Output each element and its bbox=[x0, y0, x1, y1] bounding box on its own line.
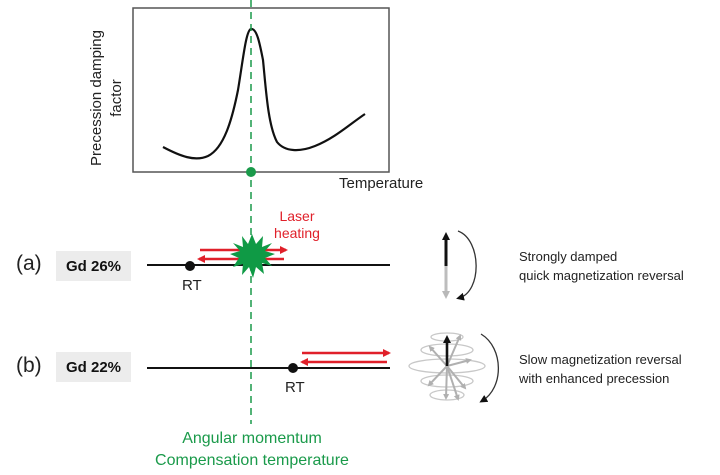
chart-frame bbox=[132, 7, 390, 173]
laser-label-line2: heating bbox=[274, 225, 320, 241]
row-a-rt-label: RT bbox=[182, 277, 202, 294]
precession-icon bbox=[408, 332, 500, 403]
y-axis-label: Precession damping factor bbox=[87, 18, 127, 178]
row-b-description: Slow magnetization reversal with enhance… bbox=[519, 350, 682, 388]
magnetization-arrow-icon bbox=[442, 230, 477, 301]
y-axis-label-line2: factor bbox=[108, 79, 125, 117]
laser-heating-label: Laser heating bbox=[266, 208, 328, 242]
y-axis-label-line1: Precession damping bbox=[88, 30, 105, 166]
compensation-point bbox=[246, 167, 256, 177]
laser-label-line1: Laser bbox=[279, 208, 315, 224]
x-axis-label: Temperature bbox=[339, 175, 424, 192]
starburst-icon bbox=[230, 234, 275, 278]
row-b-rt-label: RT bbox=[285, 379, 305, 396]
row-a-rt-dot bbox=[185, 261, 195, 271]
row-b-tag: (b) bbox=[16, 354, 42, 377]
compensation-caption-line2: Compensation temperature bbox=[155, 452, 349, 469]
row-a-description: Strongly damped quick magnetization reve… bbox=[519, 247, 684, 285]
row-a-description-line2: quick magnetization reversal bbox=[519, 268, 684, 283]
damping-curve bbox=[162, 27, 366, 160]
compensation-caption: Angular momentum Compensation temperatur… bbox=[102, 428, 402, 472]
row-b-rt-dot bbox=[288, 363, 298, 373]
row-b-description-line1: Slow magnetization reversal bbox=[519, 352, 682, 367]
row-a-composition-label: Gd 26% bbox=[56, 251, 131, 281]
row-b-description-line2: with enhanced precession bbox=[519, 371, 670, 386]
row-a-tag: (a) bbox=[16, 252, 42, 275]
row-a-description-line1: Strongly damped bbox=[519, 249, 618, 264]
row-b-composition-label: Gd 22% bbox=[56, 352, 131, 382]
compensation-caption-line1: Angular momentum bbox=[182, 430, 322, 447]
